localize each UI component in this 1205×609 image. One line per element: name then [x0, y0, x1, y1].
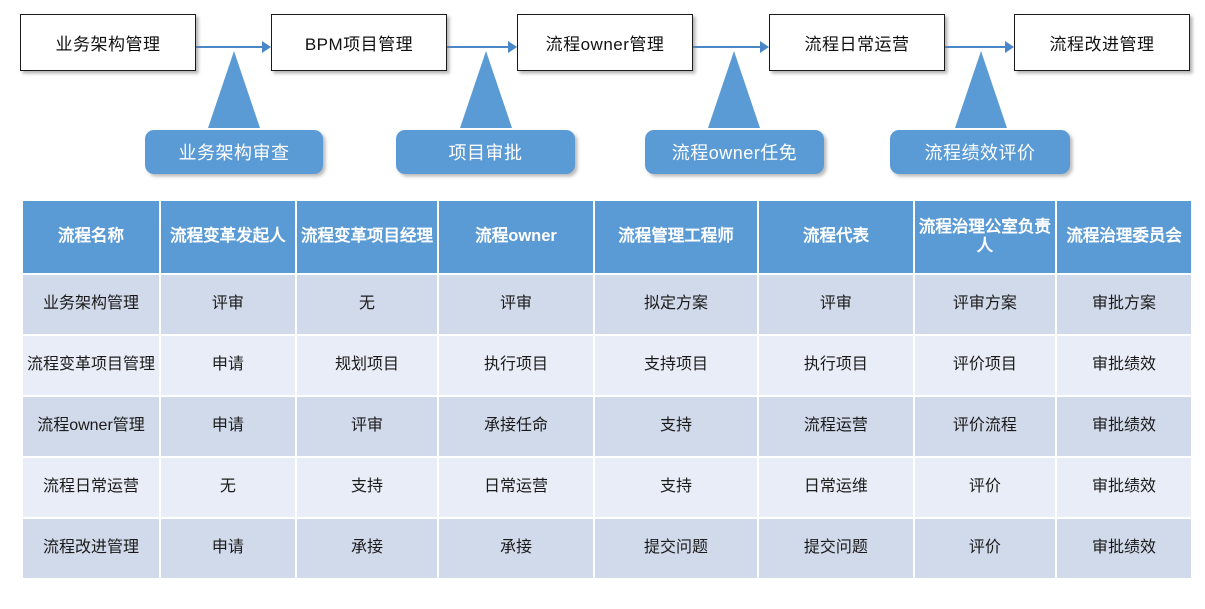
table-cell: 承接: [439, 519, 593, 578]
process-role-matrix-table: 流程名称 流程变革发起人 流程变革项目经理 流程owner 流程管理工程师 流程…: [21, 199, 1193, 580]
table-cell: 评审方案: [914, 275, 1056, 334]
column-header-governance-committee[interactable]: 流程治理委员会: [1057, 201, 1191, 273]
table-cell: 拟定方案: [594, 275, 758, 334]
row-label: 流程变革项目管理: [23, 336, 160, 395]
table-cell: 审批绩效: [1057, 397, 1191, 456]
table-cell: 审批绩效: [1057, 519, 1191, 578]
table-cell: 评价流程: [914, 397, 1056, 456]
table-cell: 执行项目: [439, 336, 593, 395]
table-cell: 申请: [161, 519, 295, 578]
flow-box-label: 流程owner管理: [545, 35, 665, 54]
table-cell: 评价项目: [914, 336, 1056, 395]
column-header-process-name[interactable]: 流程名称: [23, 201, 160, 273]
flow-box-improvement[interactable]: 流程改进管理: [1014, 14, 1190, 71]
triangle-icon-4: [955, 51, 1007, 128]
pill-project-approval[interactable]: 项目审批: [396, 130, 575, 174]
pill-label: 业务架构审查: [178, 143, 290, 163]
table-cell: 申请: [161, 336, 295, 395]
flow-box-label: 流程日常运营: [804, 35, 910, 54]
column-header-process-representative[interactable]: 流程代表: [759, 201, 913, 273]
table-cell: 评审: [296, 397, 438, 456]
table-cell: 执行项目: [759, 336, 913, 395]
column-header-process-engineer[interactable]: 流程管理工程师: [594, 201, 758, 273]
triangle-icon-3: [708, 51, 760, 128]
column-header-process-owner[interactable]: 流程owner: [439, 201, 593, 273]
table-cell: 日常运维: [759, 458, 913, 517]
flow-box-bpm-project[interactable]: BPM项目管理: [271, 14, 447, 71]
table-row: 流程改进管理 申请 承接 承接 提交问题 提交问题 评价 审批绩效: [23, 519, 1191, 578]
row-label: 流程owner管理: [23, 397, 160, 456]
table-cell: 支持项目: [594, 336, 758, 395]
table-cell: 承接: [296, 519, 438, 578]
pill-label: 项目审批: [448, 143, 523, 163]
pill-label: 流程绩效评价: [924, 143, 1036, 163]
table-row: 业务架构管理 评审 无 评审 拟定方案 评审 评审方案 审批方案: [23, 275, 1191, 334]
table-cell: 提交问题: [594, 519, 758, 578]
arrow-icon-3: [693, 41, 769, 53]
arrow-icon-1: [196, 41, 271, 53]
row-label: 流程改进管理: [23, 519, 160, 578]
table-cell: 评审: [161, 275, 295, 334]
table-cell: 评审: [439, 275, 593, 334]
table-row: 流程日常运营 无 支持 日常运营 支持 日常运维 评价 审批绩效: [23, 458, 1191, 517]
table-cell: 流程运营: [759, 397, 913, 456]
column-header-governance-office-lead[interactable]: 流程治理公室负责人: [914, 201, 1056, 273]
flow-box-process-owner[interactable]: 流程owner管理: [517, 14, 693, 71]
table-cell: 日常运营: [439, 458, 593, 517]
table-cell: 评价: [914, 458, 1056, 517]
column-header-change-initiator[interactable]: 流程变革发起人: [161, 201, 295, 273]
table-cell: 审批绩效: [1057, 336, 1191, 395]
table-cell: 规划项目: [296, 336, 438, 395]
flow-box-daily-operation[interactable]: 流程日常运营: [769, 14, 945, 71]
table-cell: 评审: [759, 275, 913, 334]
pill-architecture-review[interactable]: 业务架构审查: [145, 130, 323, 174]
flow-box-label: 业务架构管理: [55, 35, 161, 54]
table-cell: 支持: [594, 397, 758, 456]
column-header-change-project-manager[interactable]: 流程变革项目经理: [296, 201, 438, 273]
flow-box-business-architecture[interactable]: 业务架构管理: [20, 14, 196, 71]
pill-performance-evaluation[interactable]: 流程绩效评价: [890, 130, 1070, 174]
table-row: 流程owner管理 申请 评审 承接任命 支持 流程运营 评价流程 审批绩效: [23, 397, 1191, 456]
row-label: 流程日常运营: [23, 458, 160, 517]
pill-label: 流程owner任免: [671, 143, 798, 163]
table-cell: 承接任命: [439, 397, 593, 456]
table-cell: 申请: [161, 397, 295, 456]
table-cell: 审批绩效: [1057, 458, 1191, 517]
table-row: 流程变革项目管理 申请 规划项目 执行项目 支持项目 执行项目 评价项目 审批绩…: [23, 336, 1191, 395]
process-flow-diagram: 业务架构管理 BPM项目管理 流程owner管理 流程日常运营 流程改进管理 业…: [0, 0, 1205, 190]
table-cell: 提交问题: [759, 519, 913, 578]
table-header-row: 流程名称 流程变革发起人 流程变革项目经理 流程owner 流程管理工程师 流程…: [23, 201, 1191, 273]
row-label: 业务架构管理: [23, 275, 160, 334]
pill-owner-appointment[interactable]: 流程owner任免: [645, 130, 824, 174]
triangle-icon-1: [208, 51, 260, 128]
flow-box-label: BPM项目管理: [304, 35, 414, 54]
table-cell: 支持: [296, 458, 438, 517]
table-cell: 无: [296, 275, 438, 334]
arrow-icon-2: [447, 41, 517, 53]
table-cell: 无: [161, 458, 295, 517]
triangle-icon-2: [460, 51, 512, 128]
table-cell: 审批方案: [1057, 275, 1191, 334]
flow-box-label: 流程改进管理: [1049, 35, 1155, 54]
table-cell: 评价: [914, 519, 1056, 578]
table-cell: 支持: [594, 458, 758, 517]
arrow-icon-4: [945, 41, 1014, 53]
